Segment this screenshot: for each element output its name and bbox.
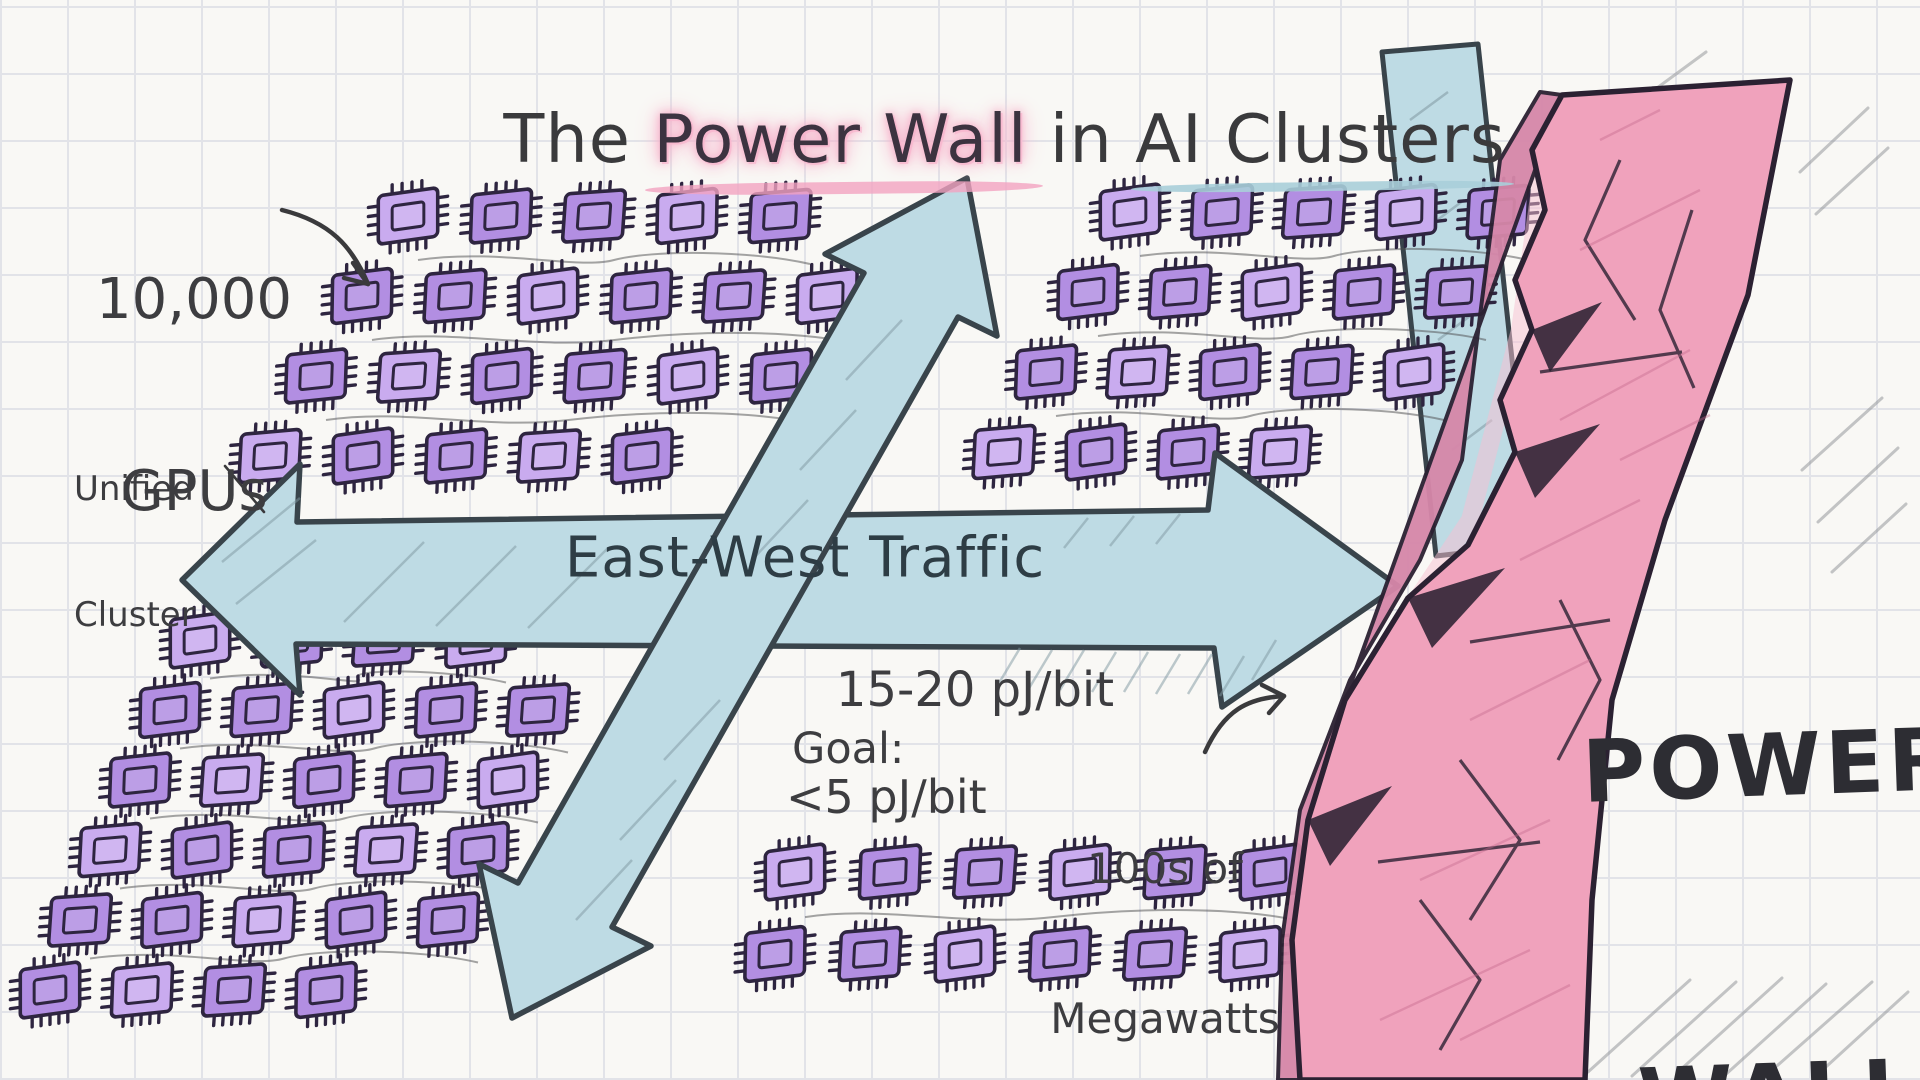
gpu-chip-icon bbox=[1093, 334, 1183, 411]
gpu-chip-icon bbox=[8, 949, 92, 1032]
gpu-chip-icon bbox=[753, 831, 837, 914]
gpu-chip-icon bbox=[847, 832, 933, 913]
gpu-count-label: 10,000 GPUs bbox=[96, 267, 292, 524]
megawatts-label: 100s of Megawatts bbox=[1050, 844, 1280, 1043]
east-west-traffic-label: East-West Traffic bbox=[564, 525, 1046, 591]
gpu-chip-icon bbox=[689, 258, 779, 335]
page-title: The Power Wall in AI Clusters bbox=[0, 22, 1920, 256]
gpu-chip-icon bbox=[97, 740, 183, 821]
gpu-clusters bbox=[8, 171, 1542, 1032]
title-prefix: The bbox=[503, 100, 654, 178]
gpu-chip-icon bbox=[1230, 251, 1314, 334]
gpu-chip-icon bbox=[314, 879, 398, 962]
gpu-chip-icon bbox=[35, 882, 125, 959]
gpu-chip-icon bbox=[466, 739, 550, 822]
pink-underline bbox=[645, 179, 1044, 197]
gpu-chip-icon bbox=[1003, 332, 1089, 413]
diagonal-arrow bbox=[476, 175, 1000, 1021]
gpu-chip-icon bbox=[551, 337, 639, 416]
unified-cluster-label: Unified Cluster bbox=[74, 469, 195, 635]
gpu-chip-icon bbox=[1045, 251, 1131, 334]
gpu-chip-icon bbox=[923, 913, 1007, 996]
gpu-chip-icon bbox=[251, 810, 337, 891]
gpu-chip-icon bbox=[372, 741, 460, 820]
gpu-chip-icon bbox=[312, 669, 396, 752]
gpu-chip-icon bbox=[413, 416, 499, 497]
annotation-arrows bbox=[223, 207, 1287, 755]
gpu-chip-icon bbox=[1321, 252, 1407, 333]
gpu-chip-icon bbox=[321, 415, 405, 498]
gpu-chip-icon bbox=[129, 879, 215, 962]
unified-cluster-pointer bbox=[223, 464, 266, 514]
title-ai-clusters: AI Clusters bbox=[1131, 100, 1514, 194]
gpu-chip-icon bbox=[504, 418, 594, 495]
cluster-wire bbox=[1055, 407, 1445, 421]
gpu-chip-icon bbox=[732, 913, 818, 996]
gpu-chip-icon bbox=[1187, 331, 1273, 414]
gpu-chip-icon bbox=[220, 881, 308, 960]
cluster-wire bbox=[371, 331, 858, 345]
gpus-arrow bbox=[279, 207, 371, 287]
gpu-chip-icon bbox=[411, 257, 499, 336]
gpu-chip-icon bbox=[281, 739, 367, 822]
gpu-chip-icon bbox=[940, 834, 1030, 911]
gpu-chip-icon bbox=[160, 809, 244, 892]
gpu-chip-icon bbox=[646, 335, 730, 418]
megawatts-arrow bbox=[1202, 682, 1287, 755]
gpu-chip-icon bbox=[960, 413, 1048, 492]
cluster-wire bbox=[149, 810, 539, 824]
gpu-chip-icon bbox=[598, 256, 684, 337]
gpu-chip-icon bbox=[364, 338, 454, 415]
gpu-chip-icon bbox=[66, 811, 154, 890]
energy-per-bit-label: 15-20 pJ/bit bbox=[835, 662, 1115, 718]
gpu-chip-icon bbox=[1278, 333, 1366, 412]
gpu-chip-icon bbox=[189, 952, 279, 1029]
gpu-chip-icon bbox=[403, 670, 489, 751]
cluster-wire bbox=[179, 740, 569, 754]
gpu-chip-icon bbox=[599, 415, 685, 498]
cluster-wire bbox=[1139, 247, 1529, 261]
gpu-chip-icon bbox=[405, 880, 491, 961]
goal-label: Goal: bbox=[792, 724, 905, 774]
title-mid: in bbox=[1027, 100, 1136, 178]
gpu-chip-icon bbox=[187, 742, 277, 819]
cluster-wire bbox=[417, 251, 811, 265]
gpu-chip-icon bbox=[341, 812, 431, 889]
cluster-wire bbox=[804, 909, 1301, 923]
cluster-wire bbox=[1097, 327, 1487, 341]
gpu-chip-icon bbox=[283, 949, 369, 1032]
power-wall-graphic bbox=[1276, 77, 1793, 1080]
blue-underline bbox=[1131, 179, 1514, 194]
gpu-chip-icon bbox=[1054, 411, 1138, 494]
gpu-chip-icon bbox=[506, 255, 590, 338]
title-highlight-power-wall: Power Wall bbox=[645, 100, 1044, 197]
gpu-chip-icon bbox=[459, 335, 545, 418]
gpu-chip-icon bbox=[826, 915, 914, 994]
power-wall-label: POWER WALL bbox=[1580, 709, 1920, 1080]
gpu-chip-icon bbox=[493, 672, 583, 749]
gpu-chip-icon bbox=[1136, 253, 1224, 332]
cluster-wire bbox=[325, 411, 812, 425]
gpu-chip-icon bbox=[99, 950, 185, 1031]
goal-value-label: <5 pJ/bit bbox=[786, 770, 987, 824]
